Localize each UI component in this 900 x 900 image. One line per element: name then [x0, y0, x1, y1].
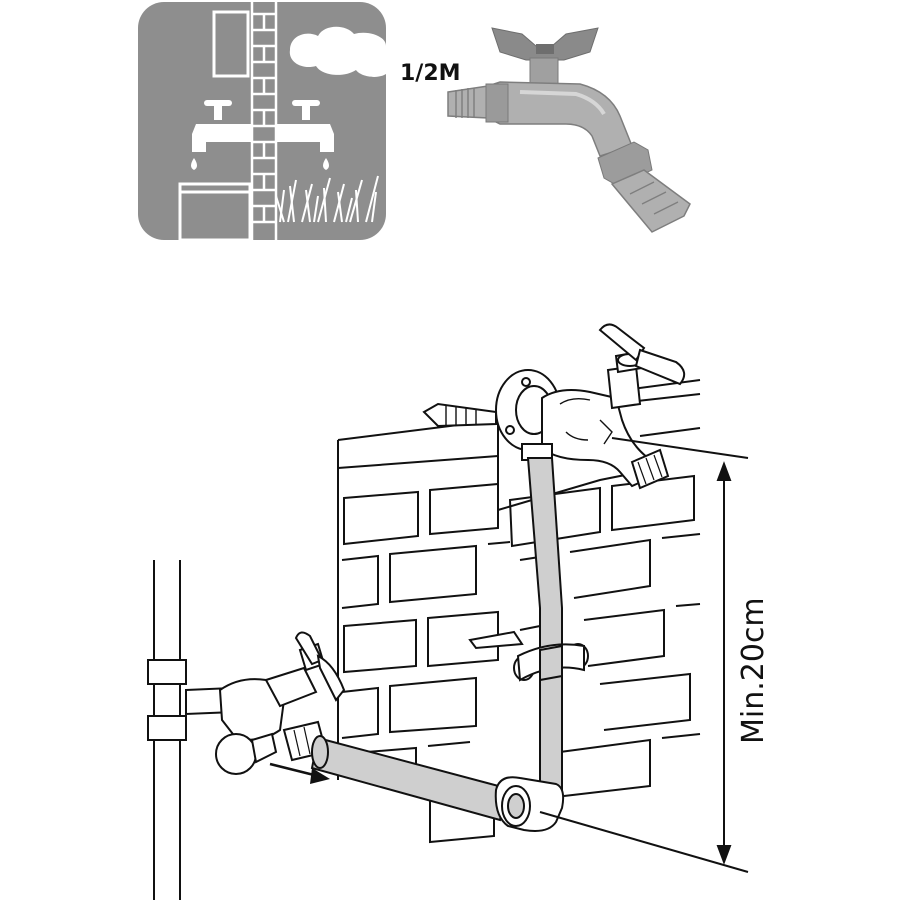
dimension-lines — [539, 437, 749, 873]
pipe-elbow — [494, 776, 565, 832]
thread-size-label: 1/2M — [400, 61, 461, 86]
usage-pictogram — [138, 2, 386, 242]
flow-arrow-icon — [269, 762, 330, 784]
product-tap — [447, 27, 691, 233]
horizontal-pipe — [310, 735, 508, 822]
pipe-clamp — [468, 630, 589, 682]
min-distance-label: Min.20cm — [736, 597, 771, 744]
wall-tap — [422, 323, 686, 490]
supply-pipe — [147, 560, 236, 900]
riser-pipe — [526, 457, 563, 791]
